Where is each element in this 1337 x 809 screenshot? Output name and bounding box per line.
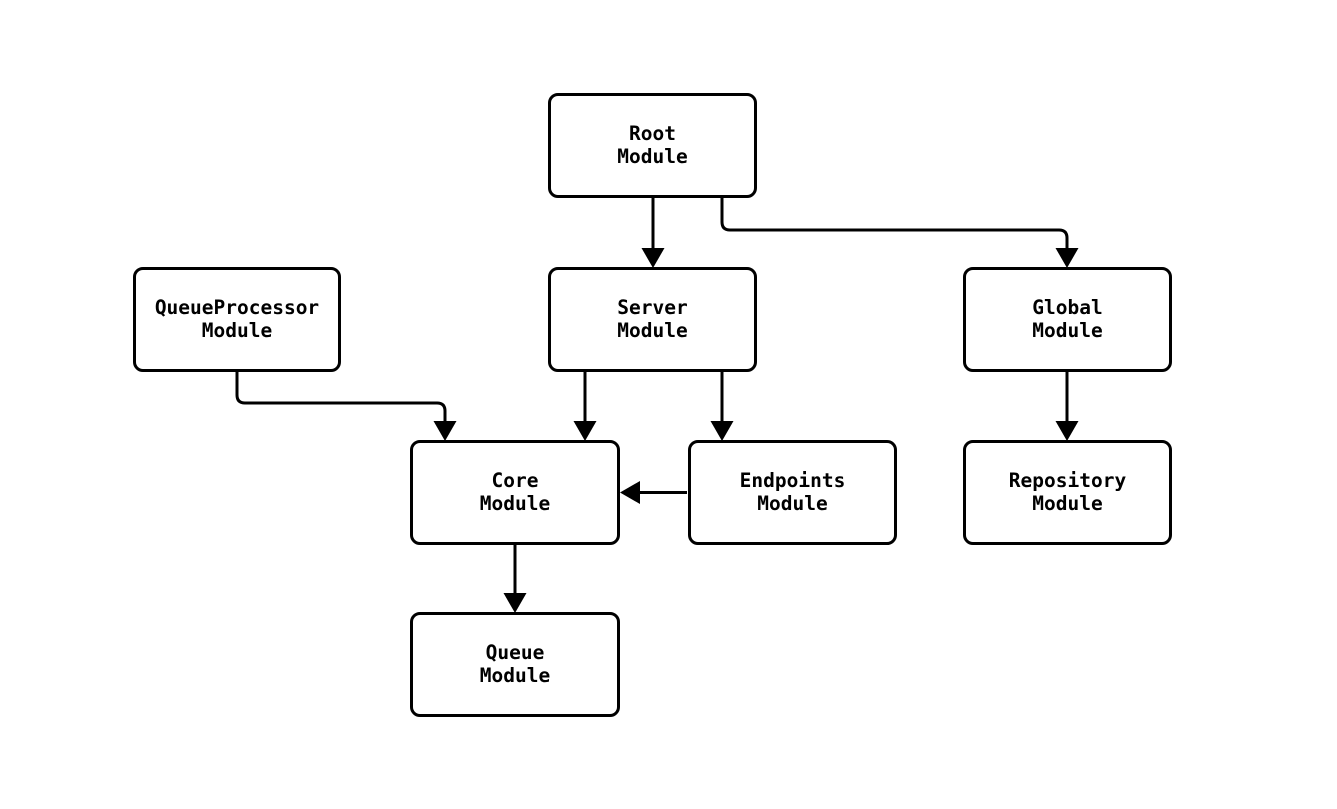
node-label: Core Module (479, 469, 551, 515)
node-label: Queue Module (479, 641, 551, 687)
edge-endpoints-to-core (620, 481, 687, 504)
node-label: Repository Module (1008, 469, 1127, 515)
edge-global-to-repository (1055, 371, 1079, 441)
arrowhead-icon (1055, 248, 1079, 268)
arrowhead-icon (573, 421, 597, 441)
edge-queueprocessor-to-core (235, 371, 457, 441)
arrowhead-icon (503, 593, 527, 613)
node-server-module: Server Module (548, 267, 757, 372)
node-label: Server Module (617, 296, 688, 342)
node-global-module: Global Module (963, 267, 1172, 372)
edge-server-to-core (573, 371, 597, 441)
edge-server-to-endpoints (710, 371, 734, 441)
arrowhead-icon (710, 421, 734, 441)
arrowhead-icon (1055, 421, 1079, 441)
node-root-module: Root Module (548, 93, 757, 198)
edge-root-to-global (720, 197, 1079, 268)
arrowhead-icon (620, 481, 640, 504)
node-label: Endpoints Module (739, 469, 846, 515)
node-label: Root Module (617, 122, 688, 168)
node-label: QueueProcessor Module (154, 296, 320, 342)
node-endpoints-module: Endpoints Module (688, 440, 897, 545)
edge-core-to-queue (503, 544, 527, 613)
edge-root-to-server (641, 197, 665, 268)
node-core-module: Core Module (410, 440, 620, 545)
node-queueprocessor-module: QueueProcessor Module (133, 267, 341, 372)
node-queue-module: Queue Module (410, 612, 620, 717)
arrowhead-icon (433, 421, 457, 441)
node-repository-module: Repository Module (963, 440, 1172, 545)
arrowhead-icon (641, 248, 665, 268)
edge-line (235, 371, 447, 423)
edge-line (720, 197, 1069, 250)
node-label: Global Module (1032, 296, 1103, 342)
